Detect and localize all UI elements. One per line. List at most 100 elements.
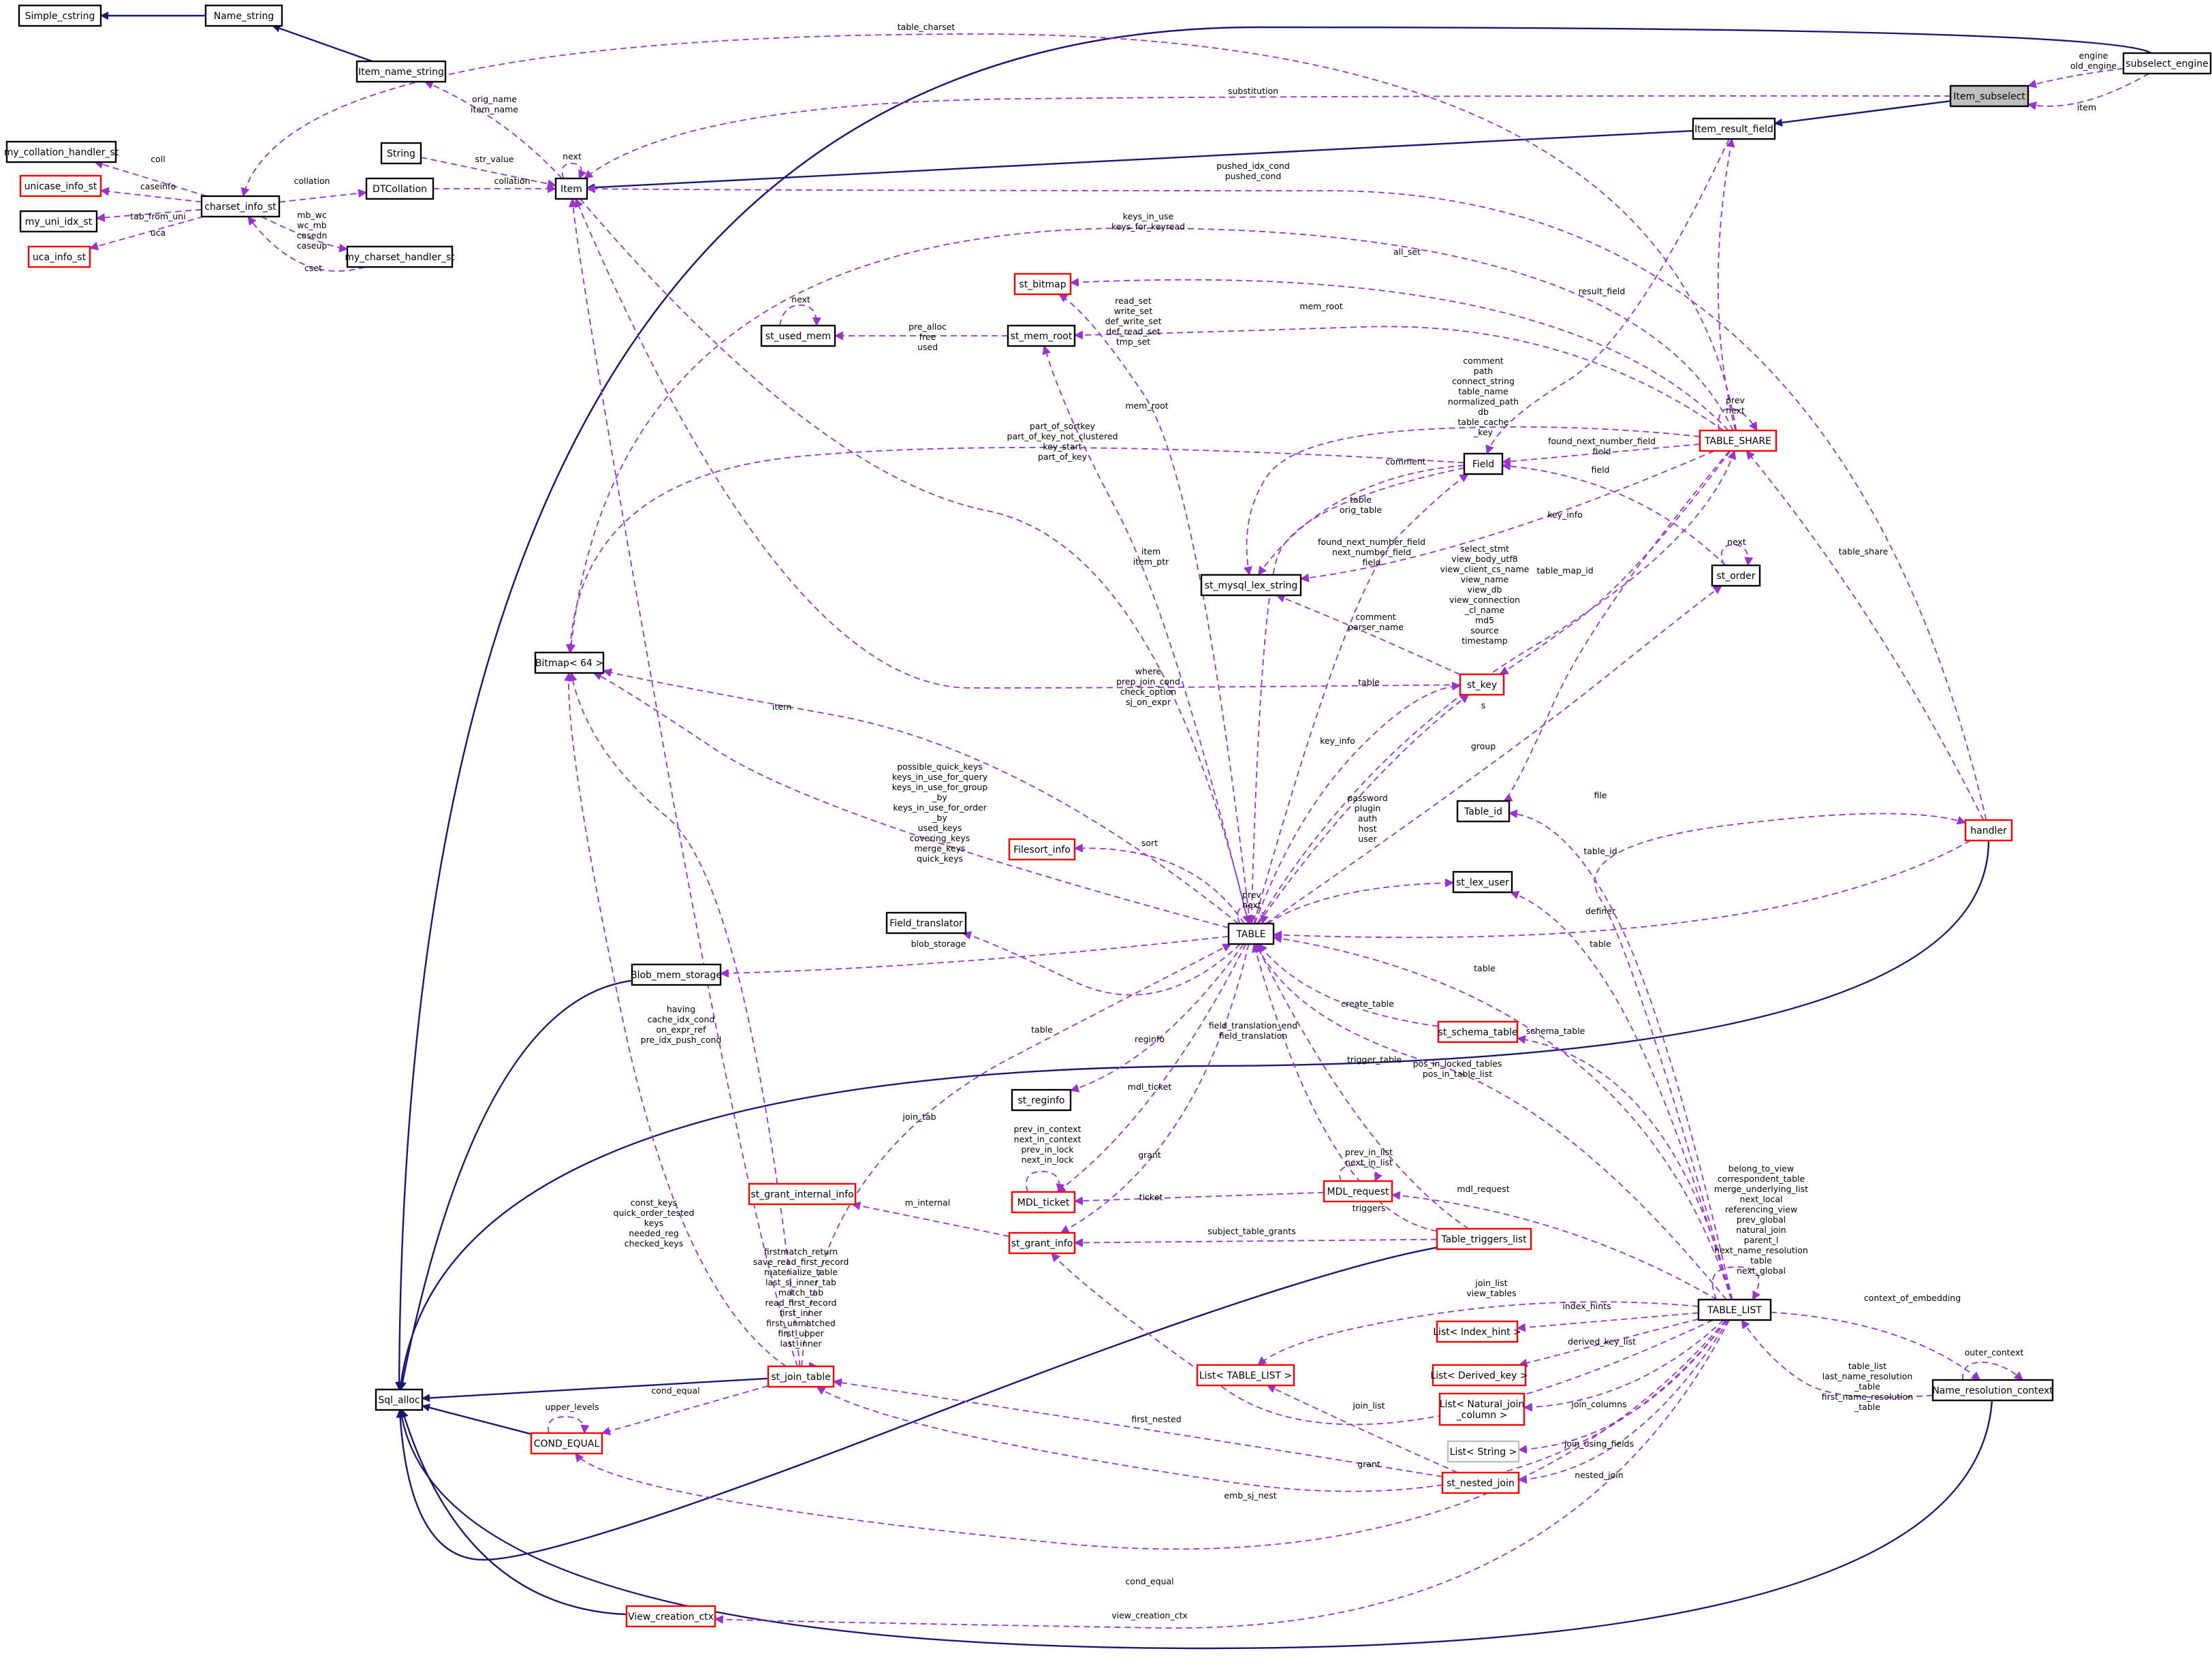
class-node-name-string[interactable]: Name_string — [204, 4, 283, 27]
class-node-list-natural-join[interactable]: List< Natural_join_column > — [1438, 1392, 1526, 1426]
class-node-field[interactable]: Field — [1463, 452, 1504, 475]
node-box — [18, 4, 102, 27]
class-node-handler[interactable]: handler — [1964, 819, 2013, 842]
node-label: Bitmap< 64 > — [535, 658, 603, 669]
class-node-st-order[interactable]: st_order — [1711, 564, 1761, 587]
node-label: COND_EQUAL — [534, 1439, 600, 1449]
class-node-item-name-string[interactable]: Item_name_string — [356, 60, 447, 83]
node-label: st_lex_user — [1456, 877, 1509, 888]
class-node-table-triggers-list[interactable]: Table_triggers_list — [1436, 1227, 1532, 1251]
usage-edge — [240, 33, 1737, 431]
class-node-name-resolution-context[interactable]: Name_resolution_context — [1931, 1379, 2053, 1402]
edge-label: sort — [1141, 838, 1158, 848]
class-node-item-subselect[interactable]: Item_subselect — [1949, 84, 2029, 108]
class-node-subselect-engine[interactable]: subselect_engine — [2122, 52, 2212, 75]
node-label: st_grant_internal_info — [750, 1189, 853, 1200]
node-box — [1200, 574, 1302, 597]
class-node-table-id[interactable]: Table_id — [1456, 800, 1511, 823]
class-node-view-creation-ctx[interactable]: View_creation_ctx — [625, 1605, 716, 1628]
node-box — [2122, 52, 2212, 75]
class-node-list-table-list[interactable]: List< TABLE_LIST > — [1196, 1364, 1295, 1387]
class-node-st-mysql-lex-string[interactable]: st_mysql_lex_string — [1200, 574, 1302, 597]
edge-label: table_map_id — [1536, 565, 1593, 576]
node-label: my_uni_idx_st — [25, 217, 93, 227]
inheritance-edge — [395, 26, 2152, 1390]
edge-label: join_tab — [902, 1112, 936, 1122]
class-node-st-nested-join[interactable]: st_nested_join — [1441, 1471, 1520, 1494]
node-box — [365, 177, 434, 200]
class-node-charset-info-st[interactable]: charset_info_st — [200, 195, 281, 218]
usage-edge — [816, 1319, 1728, 1492]
edge-label: s — [1481, 700, 1486, 710]
class-node-my-uni-idx-st[interactable]: my_uni_idx_st — [19, 210, 98, 233]
class-node-st-key[interactable]: st_key — [1459, 673, 1505, 696]
class-node-table-list[interactable]: TABLE_LIST — [1697, 1298, 1772, 1321]
node-label: List< Derived_key > — [1430, 1370, 1528, 1381]
node-box — [5, 140, 117, 163]
node-box — [1692, 117, 1776, 140]
class-node-simple-cstring[interactable]: Simple_cstring — [18, 4, 102, 27]
node-label: Item_result_field — [1694, 124, 1773, 135]
class-node-field-translator[interactable]: Field_translator — [885, 911, 967, 935]
class-node-my-charset-handler-st[interactable]: my_charset_handler_st — [345, 245, 455, 268]
node-label: st_bitmap — [1019, 279, 1066, 290]
node-label: st_reginfo — [1018, 1095, 1065, 1106]
usage-edge — [1026, 1171, 1065, 1193]
node-box — [534, 651, 605, 674]
class-node-st-grant-info[interactable]: st_grant_info — [1008, 1231, 1076, 1255]
class-node-cond-equal[interactable]: COND_EQUAL — [530, 1432, 603, 1455]
node-box — [1441, 1471, 1520, 1494]
usage-edge — [1518, 1318, 1699, 1368]
class-node-list-index-hint[interactable]: List< Index_hint > — [1433, 1320, 1521, 1343]
usage-edge — [1265, 585, 1722, 924]
node-box — [1011, 1088, 1072, 1112]
node-box — [1227, 922, 1275, 945]
edge-label: create_table — [1341, 999, 1394, 1009]
edge-label: first_nested — [1131, 1414, 1181, 1424]
class-node-st-lex-user[interactable]: st_lex_user — [1452, 870, 1513, 894]
usage-edge — [424, 80, 563, 179]
class-node-item[interactable]: Item — [554, 177, 588, 200]
class-node-table[interactable]: TABLE — [1227, 922, 1275, 945]
edge-label: coll — [151, 154, 165, 164]
class-node-table-share[interactable]: TABLE_SHARE — [1698, 429, 1778, 452]
class-node-st-used-mem[interactable]: st_used_mem — [760, 324, 836, 347]
class-node-mdl-ticket[interactable]: MDL_ticket — [1011, 1191, 1076, 1214]
class-node-filesort-info[interactable]: Filesort_info — [1008, 838, 1076, 861]
node-box — [1008, 838, 1076, 861]
class-node-st-schema-table[interactable]: st_schema_table — [1437, 1020, 1519, 1043]
usage-edge — [1272, 840, 1971, 940]
class-node-st-bitmap[interactable]: st_bitmap — [1013, 272, 1072, 296]
class-node-list-string[interactable]: List< String > — [1447, 1440, 1520, 1463]
class-node-blob-mem-storage[interactable]: Blob_mem_storage — [631, 963, 722, 986]
class-node-st-reginfo[interactable]: st_reginfo — [1011, 1088, 1072, 1112]
usage-edge — [1770, 1311, 1981, 1381]
node-label: st_key — [1467, 680, 1497, 691]
edge-label: mdl_ticket — [1128, 1082, 1172, 1092]
node-box — [1459, 673, 1505, 696]
edge-label: upper_levels — [545, 1402, 599, 1412]
class-node-list-derived-key[interactable]: List< Derived_key > — [1430, 1364, 1528, 1387]
class-node-unicase-info-st[interactable]: unicase_info_st — [19, 174, 102, 198]
usage-edge — [574, 1319, 1726, 1550]
class-node-my-collation-handler-st[interactable]: my_collation_handler_st — [4, 140, 119, 163]
class-node-string[interactable]: String — [380, 142, 422, 165]
node-label: TABLE_SHARE — [1704, 436, 1771, 447]
class-node-st-join-table[interactable]: st_join_table — [767, 1365, 835, 1388]
class-node-bitmap64[interactable]: Bitmap< 64 > — [534, 651, 605, 674]
node-label: Item — [560, 184, 582, 195]
node-box — [625, 1605, 716, 1628]
class-node-item-result-field[interactable]: Item_result_field — [1692, 117, 1776, 140]
class-node-st-mem-root[interactable]: st_mem_root — [1007, 324, 1076, 347]
usage-edge — [1745, 450, 1985, 821]
node-label: charset_info_st — [204, 202, 276, 213]
class-node-sql-alloc[interactable]: Sql_alloc — [375, 1388, 424, 1411]
edge-label: next — [1727, 537, 1746, 547]
class-node-mdl-request[interactable]: MDL_request — [1323, 1180, 1393, 1203]
node-label: Simple_cstring — [25, 11, 95, 22]
usage-edge — [1257, 694, 1470, 924]
class-node-uca-info-st[interactable]: uca_info_st — [27, 245, 91, 268]
class-node-dtcollation[interactable]: DTCollation — [365, 177, 434, 200]
class-node-st-grant-internal-info[interactable]: st_grant_internal_info — [748, 1182, 857, 1206]
